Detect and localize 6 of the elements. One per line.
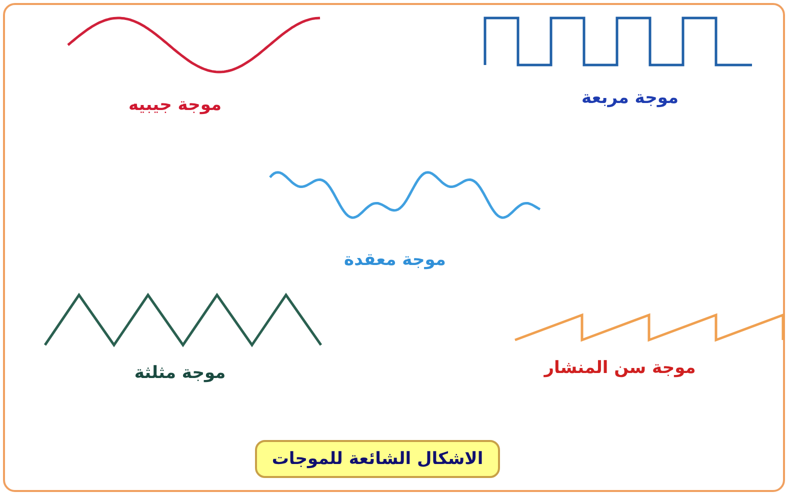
wave-caption: موجة جيبيه	[128, 95, 222, 115]
wave-caption: موجة معقدة	[344, 250, 446, 270]
wave-caption: موجة مربعة	[581, 88, 679, 108]
title-box: الاشكال الشائعة للموجات	[255, 440, 500, 478]
wave-caption: موجة سن المنشار	[544, 358, 696, 378]
wave-caption: موجة مثلثة	[134, 363, 226, 383]
